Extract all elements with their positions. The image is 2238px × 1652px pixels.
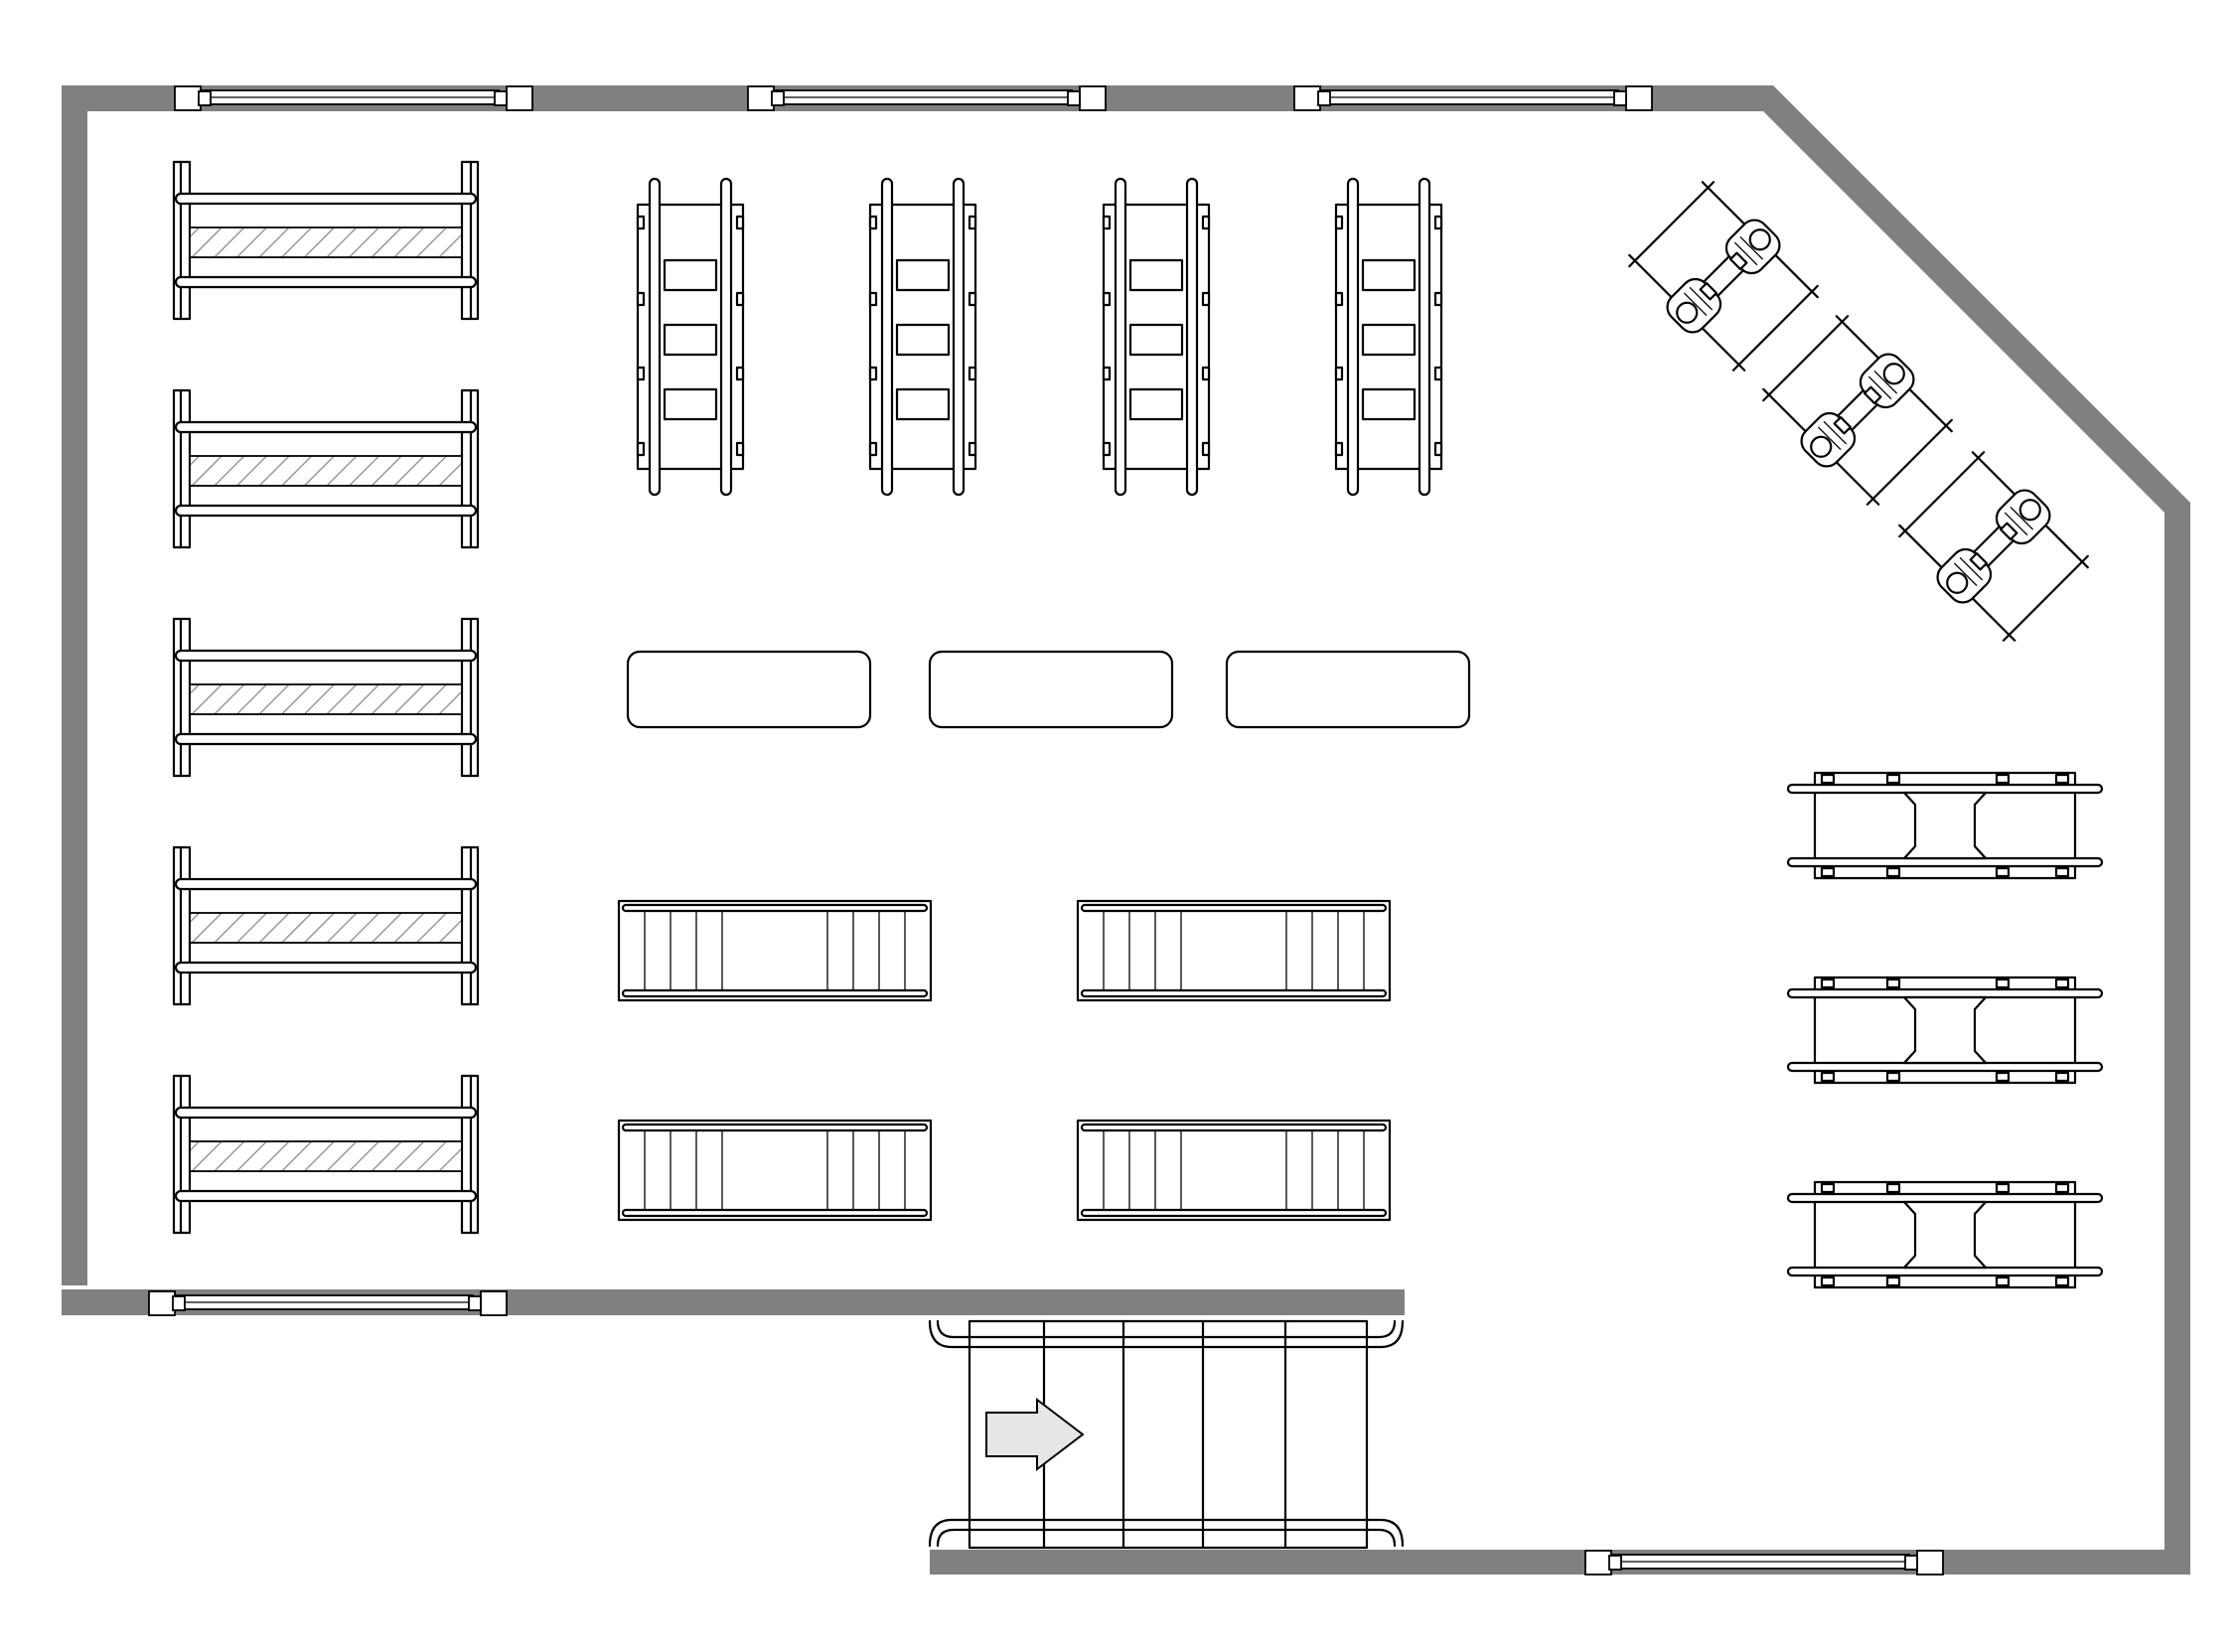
staircase [928, 1319, 1405, 1550]
vertical-rack-2 [868, 177, 977, 497]
right-racks [1786, 771, 2104, 1289]
hatched-rack-2 [172, 388, 480, 549]
window-top-1 [174, 85, 533, 111]
angled-machine-1 [1628, 181, 1819, 372]
hatched-rack-3 [172, 617, 480, 778]
top-racks [636, 177, 1443, 497]
frame-rack-1 [617, 899, 933, 1002]
right-arrow-icon [985, 1397, 1085, 1472]
window-right-bottom [1584, 1550, 1944, 1576]
hatched-rack-4 [172, 845, 480, 1006]
vertical-rack-4 [1334, 177, 1443, 497]
windows [148, 85, 1944, 1576]
vertical-rack-1 [636, 177, 745, 497]
side-rack-1 [1786, 771, 2104, 880]
hatched-rack-5 [172, 1074, 480, 1235]
angled-machine-2 [1762, 315, 1953, 506]
left-racks [172, 160, 480, 1235]
hatched-rack-1 [172, 160, 480, 321]
vertical-rack-3 [1102, 177, 1211, 497]
corner-machines [1628, 181, 2089, 642]
stair-steps [1042, 1319, 1287, 1550]
side-rack-2 [1786, 976, 2104, 1085]
center-tables [626, 650, 1471, 729]
stair-handrails [928, 1319, 1405, 1548]
window-left-bottom [148, 1290, 508, 1316]
rounded-table-2 [928, 650, 1174, 729]
window-top-2 [747, 85, 1107, 111]
frame-rack-3 [617, 1119, 933, 1222]
rounded-table-1 [626, 650, 872, 729]
angled-machine-3 [1898, 451, 2089, 642]
window-top-3 [1293, 85, 1653, 111]
side-rack-3 [1786, 1180, 2104, 1289]
rounded-table-3 [1225, 650, 1471, 729]
center-racks [617, 899, 1392, 1222]
frame-rack-2 [1076, 899, 1392, 1002]
frame-rack-4 [1076, 1119, 1392, 1222]
